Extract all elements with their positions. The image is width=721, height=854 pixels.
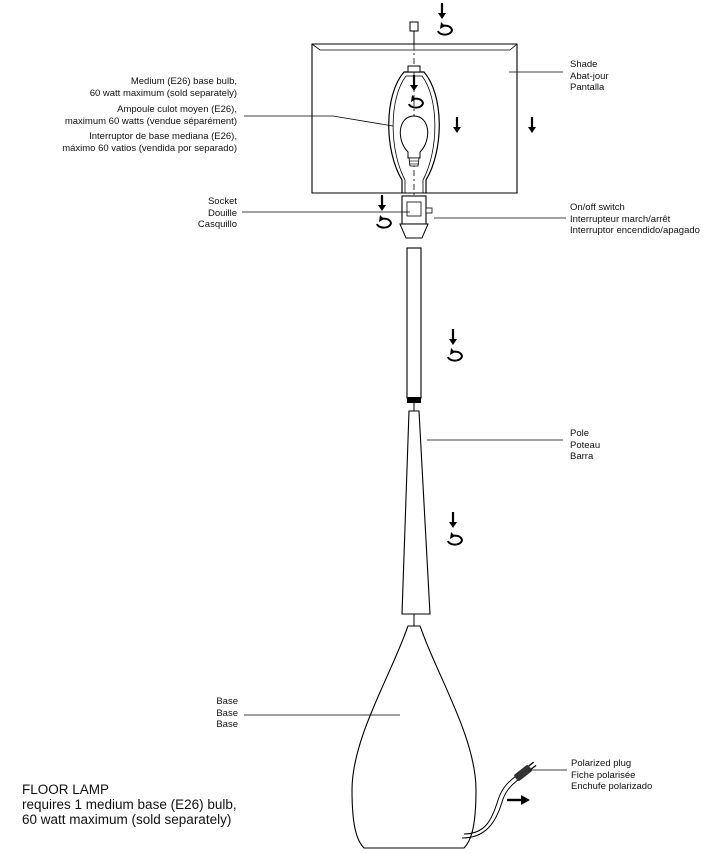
lower-pole	[401, 403, 431, 615]
down-arrow-icon	[376, 193, 388, 213]
down-arrow-icon	[526, 115, 538, 135]
bulb-label-en: Medium (E26) base bulb, 60 watt maximum …	[89, 76, 237, 99]
polarized-plug	[514, 761, 537, 781]
bulb-label-es: Interruptor de base mediana (E26), máxim…	[62, 131, 237, 154]
down-arrow-icon	[436, 1, 448, 21]
rotate-icon	[447, 531, 463, 546]
pole-label: Pole Poteau Barra	[570, 428, 601, 462]
socket	[399, 195, 433, 239]
plug-label: Polarized plug Fiche polarisée Enchufe p…	[571, 758, 653, 792]
down-arrow-icon	[447, 327, 459, 347]
diagram-title: FLOOR LAMP requires 1 medium base (E26) …	[22, 782, 237, 827]
bulb-label-fr: Ampoule culot moyen (E26), maximum 60 wa…	[64, 104, 237, 127]
rotate-icon	[376, 214, 392, 229]
bulb	[399, 115, 429, 167]
socket-label: Socket Douille Casquillo	[197, 196, 237, 230]
finial	[409, 21, 419, 44]
right-arrow-icon	[507, 795, 530, 805]
power-cord	[461, 775, 519, 839]
switch-label: On/off switch Interrupteur march/arrêt I…	[570, 202, 700, 236]
shade-label: Shade Abat-jour Pantalla	[570, 59, 609, 93]
title-line-3: 60 watt maximum (sold separately)	[22, 812, 232, 827]
lamp-base	[351, 614, 477, 849]
upper-pole	[406, 247, 422, 403]
rotate-icon	[447, 347, 463, 362]
down-arrow-icon	[447, 510, 459, 530]
base-label: Base Base Base	[216, 696, 238, 730]
title-line-1: FLOOR LAMP	[22, 782, 110, 797]
rotate-icon	[437, 21, 453, 36]
leader-lines	[242, 71, 567, 771]
title-line-2: requires 1 medium base (E26) bulb,	[22, 797, 237, 812]
